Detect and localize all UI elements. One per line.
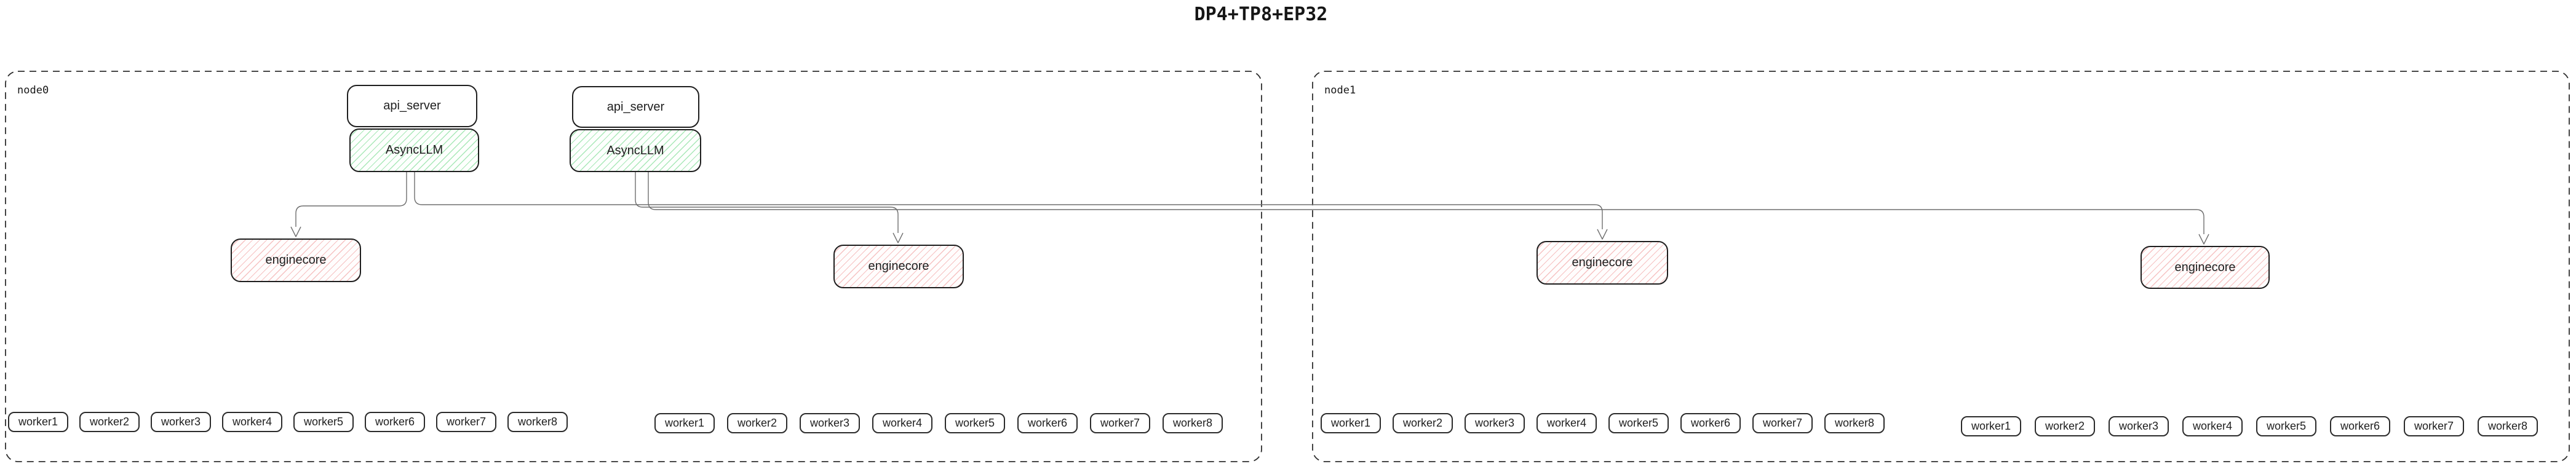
worker-box: worker1 xyxy=(1961,416,2021,436)
enginecore-box: enginecore xyxy=(1536,241,1668,285)
worker-box: worker5 xyxy=(2256,416,2316,436)
worker-row: worker1 worker2 worker3 worker4 worker5 … xyxy=(8,412,568,432)
worker-box: worker5 xyxy=(293,412,354,432)
worker-box: worker4 xyxy=(1536,413,1597,433)
worker-box: worker8 xyxy=(507,412,568,432)
worker-box: worker7 xyxy=(2404,416,2464,436)
worker-box: worker4 xyxy=(222,412,282,432)
node0-label: node0 xyxy=(17,84,49,97)
worker-box: worker4 xyxy=(872,413,932,433)
worker-box: worker2 xyxy=(79,412,140,432)
diagram-title: DP4+TP8+EP32 xyxy=(1194,4,1328,25)
worker-box: worker3 xyxy=(800,413,860,433)
worker-box: worker3 xyxy=(2109,416,2169,436)
node1-container: node1 enginecore enginecore worker1 work… xyxy=(1312,71,2570,462)
worker-box: worker8 xyxy=(1163,413,1223,433)
api-server-box: api_server xyxy=(347,85,477,127)
asyncllm-box: AsyncLLM xyxy=(570,129,701,172)
worker-box: worker3 xyxy=(1465,413,1525,433)
worker-box: worker6 xyxy=(2330,416,2390,436)
worker-box: worker2 xyxy=(2035,416,2095,436)
enginecore-box: enginecore xyxy=(833,245,964,288)
worker-box: worker4 xyxy=(2182,416,2243,436)
worker-box: worker2 xyxy=(1393,413,1453,433)
worker-box: worker3 xyxy=(151,412,211,432)
worker-box: worker7 xyxy=(1752,413,1813,433)
enginecore-box: enginecore xyxy=(231,238,361,282)
worker-box: worker1 xyxy=(654,413,715,433)
worker-row: worker1 worker2 worker3 worker4 worker5 … xyxy=(1321,413,1885,433)
worker-box: worker7 xyxy=(436,412,496,432)
worker-box: worker1 xyxy=(8,412,68,432)
worker-box: worker6 xyxy=(1680,413,1741,433)
worker-box: worker8 xyxy=(2478,416,2538,436)
worker-box: worker7 xyxy=(1090,413,1150,433)
api-server-box: api_server xyxy=(572,86,699,128)
worker-row: worker1 worker2 worker3 worker4 worker5 … xyxy=(654,413,1223,433)
enginecore-box: enginecore xyxy=(2141,246,2270,289)
node0-container: node0 api_server AsyncLLM api_server Asy… xyxy=(5,71,1262,462)
worker-box: worker2 xyxy=(727,413,787,433)
worker-row: worker1 worker2 worker3 worker4 worker5 … xyxy=(1961,416,2538,436)
node1-label: node1 xyxy=(1324,84,1356,97)
worker-box: worker5 xyxy=(1608,413,1669,433)
worker-box: worker8 xyxy=(1824,413,1885,433)
worker-box: worker6 xyxy=(365,412,425,432)
worker-box: worker1 xyxy=(1321,413,1381,433)
asyncllm-box: AsyncLLM xyxy=(349,128,479,172)
worker-box: worker6 xyxy=(1017,413,1078,433)
worker-box: worker5 xyxy=(945,413,1005,433)
